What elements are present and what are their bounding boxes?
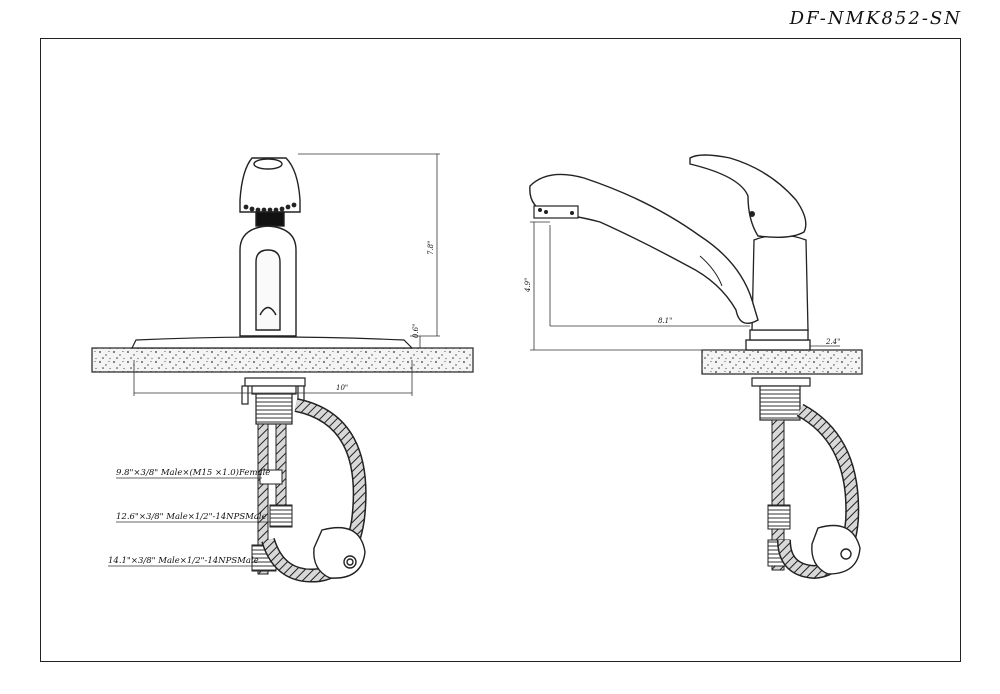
side-lever-handle [689,154,807,239]
front-deck-width-dimension: 10" [336,384,348,392]
side-countertop [701,349,863,375]
hose-spec-2: 12.6"×3/8" Male×1/2"-14NPSMale [116,512,267,522]
model-code-title: DF-NMK852-SN [789,8,962,29]
side-mounting-shank [751,377,811,421]
front-faucet-body [239,157,301,337]
front-view: 7.8" 0.6" 10" 9.8"×3/8" Male×(M15 ×1.0)F… [91,153,474,583]
hose-spec-3: 14.1"×3/8" Male×1/2"-14NPSMale [108,556,259,566]
side-base-offset-dimension: 2.4" [825,338,840,346]
side-hose-weight [811,524,861,575]
side-spout-reach-dimension: 8.1" [658,317,672,325]
side-spout-height-dimension: 4.9" [524,278,532,293]
front-base-dimension: 0.6" [412,324,420,338]
side-faucet-base [745,234,811,351]
front-height-dimension: 7.8" [427,241,435,255]
front-countertop [91,347,474,373]
front-hose-weight [313,526,366,579]
side-spout [529,173,759,324]
front-mounting-shank [241,377,306,425]
front-deck-plate [131,336,414,349]
hose-spec-1: 9.8"×3/8" Male×(M15 ×1.0)Female [116,467,270,478]
side-view: 4.9" 8.1" 2.4" [524,154,863,580]
front-supply-lines [251,423,293,575]
side-spray-nozzle [533,205,579,219]
hose-spec-leaders [108,477,272,567]
spray-nozzle-dots [243,202,297,213]
side-dimension-lines [530,221,840,351]
front-dimension-lines [133,153,440,396]
